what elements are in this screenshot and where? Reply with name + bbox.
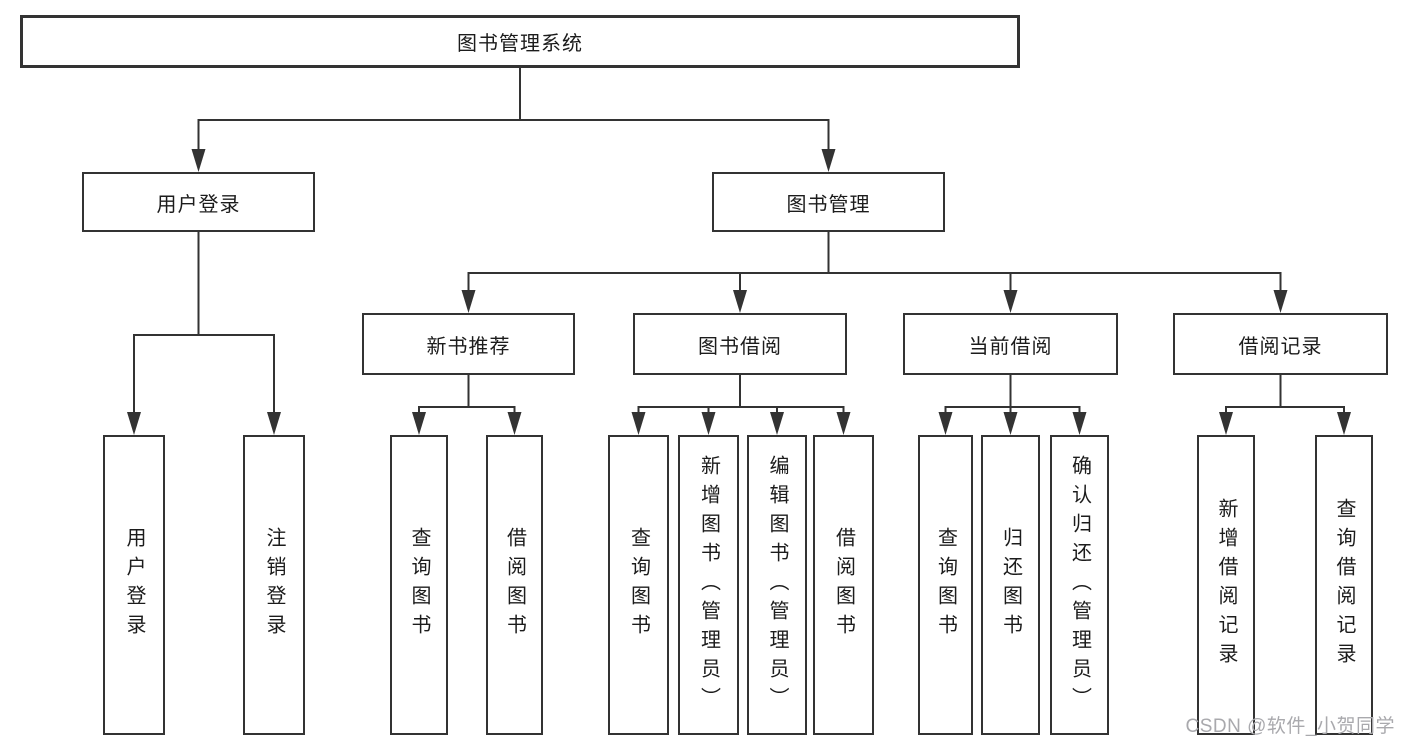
node-label: 新增图书（管理员） xyxy=(697,454,720,716)
csdn-watermark: CSDN @软件_小贺同学 xyxy=(1185,716,1395,737)
node-new-book-recommendation: 新书推荐 xyxy=(362,313,575,375)
arrowhead-icon xyxy=(127,412,141,435)
node-label: 借阅记录 xyxy=(1238,335,1323,358)
node-label: 查询图书 xyxy=(627,527,650,643)
arrowhead-icon xyxy=(631,412,646,435)
connector-recommend-children xyxy=(412,375,522,435)
leaf-add-borrow-record: 新增借阅记录 xyxy=(1197,435,1255,735)
node-label: 借阅图书 xyxy=(503,527,526,643)
arrowhead-icon xyxy=(1003,290,1018,313)
connector-borrowing-children xyxy=(631,375,851,435)
node-label: 编辑图书（管理员） xyxy=(766,454,788,716)
arrowhead-icon xyxy=(191,149,206,172)
arrowhead-icon xyxy=(770,412,784,435)
arrowhead-icon xyxy=(412,412,426,435)
node-label: 图书管理 xyxy=(786,193,871,216)
node-current-borrowing: 当前借阅 xyxy=(903,313,1118,375)
leaf-logout: 注销登录 xyxy=(243,435,305,735)
leaf-edit-books-admin: 编辑图书（管理员） xyxy=(747,435,807,735)
node-label: 注销登录 xyxy=(263,527,285,643)
leaf-query-books-recommend: 查询图书 xyxy=(390,435,448,735)
node-label: 查询借阅记录 xyxy=(1333,498,1355,672)
node-label: 图书借阅 xyxy=(698,335,782,358)
node-label: 查询图书 xyxy=(934,527,957,643)
node-book-borrowing: 图书借阅 xyxy=(633,313,847,375)
leaf-query-borrow-record: 查询借阅记录 xyxy=(1315,435,1373,735)
node-library-management-system: 图书管理系统 xyxy=(20,15,1020,68)
leaf-borrow-books: 借阅图书 xyxy=(813,435,874,735)
leaf-user-login: 用户登录 xyxy=(103,435,165,735)
node-label: 新书推荐 xyxy=(426,335,511,358)
node-book-management: 图书管理 xyxy=(712,172,945,232)
node-label: 用户登录 xyxy=(123,527,145,643)
arrowhead-icon xyxy=(701,412,716,435)
arrowhead-icon xyxy=(836,412,851,435)
leaf-borrow-books-recommend: 借阅图书 xyxy=(486,435,543,735)
connector-book-management-children xyxy=(461,232,1288,313)
node-label: 借阅图书 xyxy=(832,527,855,643)
arrowhead-icon xyxy=(267,412,281,435)
node-label: 归还图书 xyxy=(999,527,1022,643)
leaf-query-books-current: 查询图书 xyxy=(918,435,973,735)
connector-current-children xyxy=(938,375,1087,435)
arrowhead-icon xyxy=(1003,412,1018,435)
leaf-return-books: 归还图书 xyxy=(981,435,1040,735)
leaf-add-books-admin: 新增图书（管理员） xyxy=(678,435,739,735)
leaf-query-books-borrow: 查询图书 xyxy=(608,435,669,735)
node-user-login: 用户登录 xyxy=(82,172,315,232)
arrowhead-icon xyxy=(938,412,953,435)
arrowhead-icon xyxy=(1273,290,1288,313)
connector-root-to-level2 xyxy=(191,68,836,172)
arrowhead-icon xyxy=(1072,412,1087,435)
arrowhead-icon xyxy=(733,290,747,313)
node-borrowing-records: 借阅记录 xyxy=(1173,313,1388,375)
node-label: 当前借阅 xyxy=(968,335,1053,358)
connector-user-login-children xyxy=(127,232,281,435)
node-label: 图书管理系统 xyxy=(457,33,583,55)
arrowhead-icon xyxy=(821,149,836,172)
arrowhead-icon xyxy=(1219,412,1233,435)
arrowhead-icon xyxy=(1337,412,1351,435)
node-label: 用户登录 xyxy=(156,193,241,216)
node-label: 查询图书 xyxy=(408,527,430,643)
node-label: 确认归还（管理员） xyxy=(1068,454,1091,716)
connector-records-children xyxy=(1219,375,1351,435)
arrowhead-icon xyxy=(507,412,522,435)
arrowhead-icon xyxy=(461,290,476,313)
node-label: 新增借阅记录 xyxy=(1215,498,1237,672)
leaf-confirm-return-admin: 确认归还（管理员） xyxy=(1050,435,1109,735)
